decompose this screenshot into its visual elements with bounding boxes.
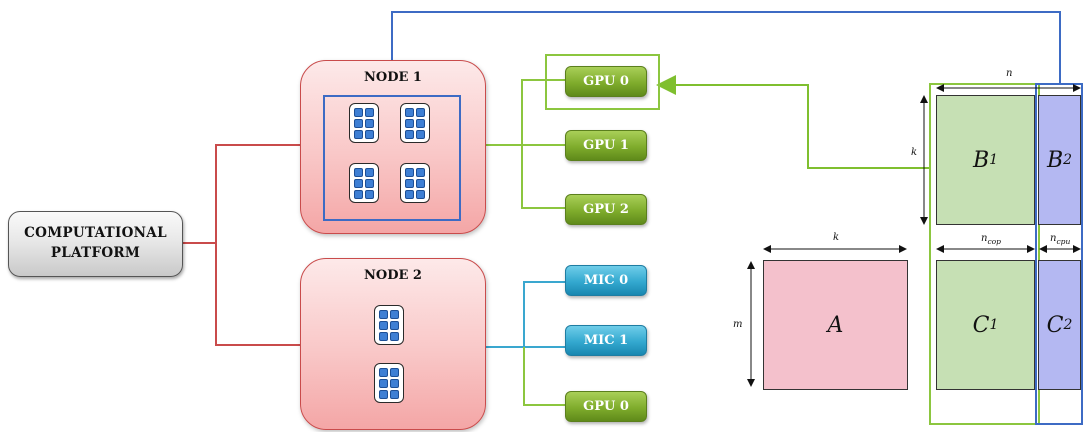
dim-label-m: m bbox=[733, 319, 743, 330]
matrix-b1-sub: 1 bbox=[989, 152, 999, 168]
computational-platform-box: COMPUTATIONAL PLATFORM bbox=[8, 211, 183, 277]
platform-wire bbox=[181, 144, 300, 346]
matrix-c1-sub: 1 bbox=[989, 317, 999, 333]
dim-ncop-base: n bbox=[981, 233, 988, 244]
platform-label-line2: PLATFORM bbox=[50, 245, 141, 261]
dim-label-k-b: k bbox=[911, 147, 918, 158]
gpu-0-node2: GPU 0 bbox=[565, 391, 647, 422]
mic-0-node2: MIC 0 bbox=[565, 265, 647, 296]
platform-label-line1: COMPUTATIONAL bbox=[24, 225, 167, 242]
dim-ncop-sub: cop bbox=[987, 237, 1001, 246]
node-2: NODE 2 bbox=[300, 258, 486, 430]
green-feedback-arrow bbox=[656, 75, 930, 169]
mic-1-node2: MIC 1 bbox=[565, 325, 647, 356]
gpu0-highlight bbox=[545, 54, 660, 110]
gpu-2-node1: GPU 2 bbox=[565, 194, 647, 225]
dim-label-ncop: ncop bbox=[981, 233, 1001, 246]
dim-label-n: n bbox=[1006, 68, 1013, 79]
matrix-c2-sub: 2 bbox=[1063, 317, 1073, 333]
matrix-b1-letter: B bbox=[972, 147, 990, 173]
matrix-a: A bbox=[763, 260, 908, 390]
matrix-c1-letter: C bbox=[972, 312, 990, 338]
cpu-chip-icon bbox=[374, 305, 404, 345]
dim-label-k-a: k bbox=[833, 232, 840, 243]
dim-ncpu-sub: cpu bbox=[1056, 237, 1071, 246]
matrix-c2-letter: C bbox=[1046, 312, 1064, 338]
node-1: NODE 1 bbox=[300, 60, 486, 234]
node-2-title: NODE 2 bbox=[364, 268, 422, 283]
dim-label-ncpu: ncpu bbox=[1050, 233, 1070, 246]
node-1-cpu-frame bbox=[323, 95, 461, 221]
matrix-b2-sub: 2 bbox=[1063, 152, 1073, 168]
dim-ncpu-base: n bbox=[1050, 233, 1057, 244]
node-1-title: NODE 1 bbox=[364, 70, 422, 85]
gpu-0-node1: GPU 0 bbox=[565, 66, 647, 97]
cpu-chip-icon bbox=[349, 103, 379, 143]
cpu-chip-icon bbox=[374, 363, 404, 403]
gpu-1-node1: GPU 1 bbox=[565, 130, 647, 161]
node2-gpu-wire bbox=[523, 347, 566, 406]
node2-mic-wires bbox=[484, 281, 566, 348]
cpu-chip-icon bbox=[400, 103, 430, 143]
cpu-chip-icon bbox=[400, 163, 430, 203]
matrix-a-letter: A bbox=[827, 312, 844, 338]
node1-gpu-wires bbox=[484, 79, 566, 209]
blue-feedback-arrow bbox=[382, 11, 1061, 102]
cpu-chip-icon bbox=[349, 163, 379, 203]
matrix-b2-letter: B bbox=[1046, 147, 1064, 173]
